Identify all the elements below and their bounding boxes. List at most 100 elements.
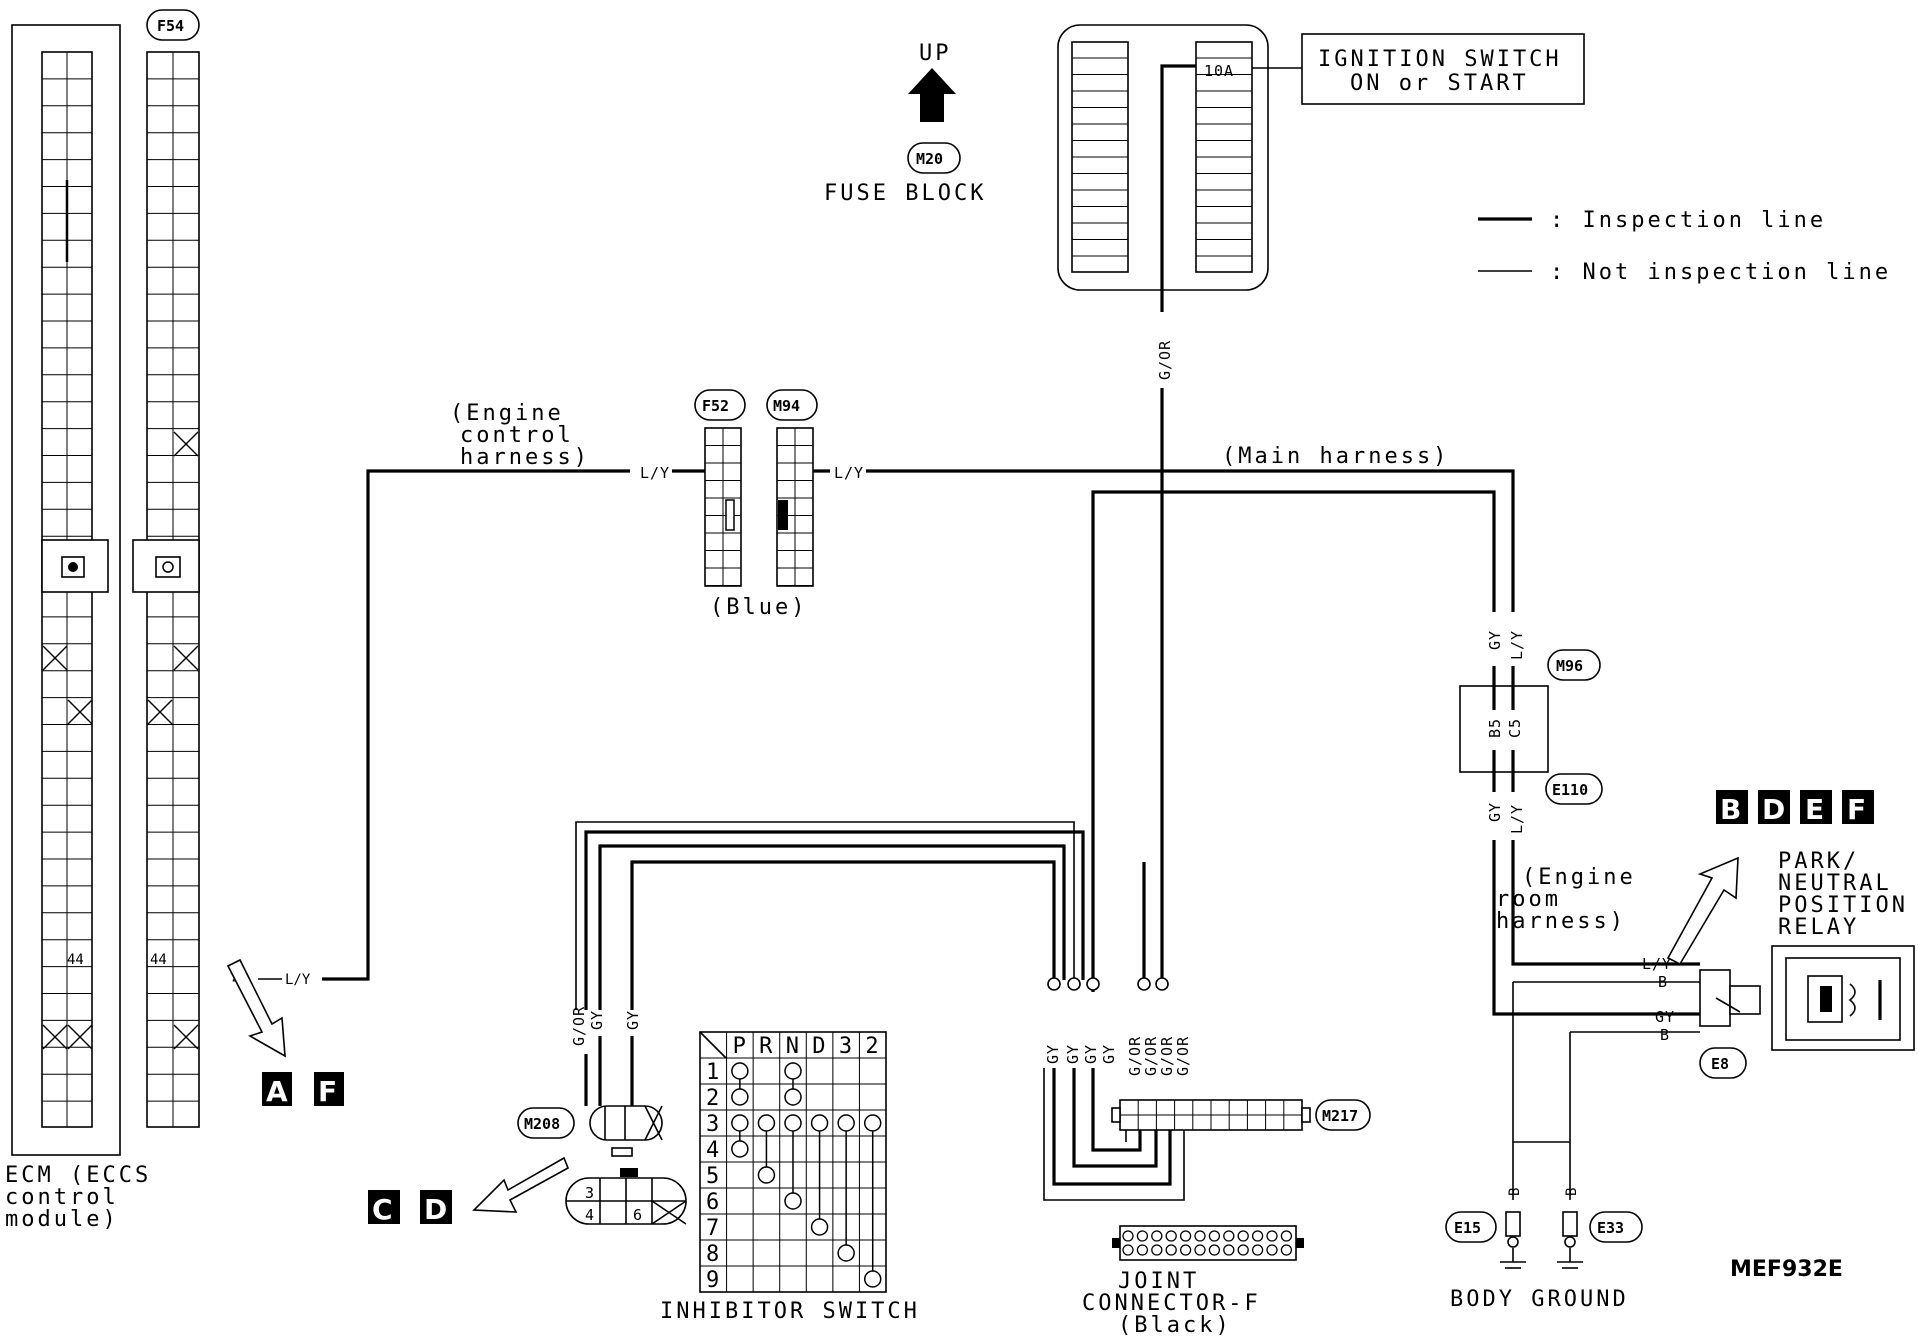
inhibitor-row-number: 4 bbox=[706, 1138, 722, 1163]
svg-text:(Engine: (Engine bbox=[1522, 865, 1636, 890]
main-harness-label: (Main harness) bbox=[1222, 444, 1449, 469]
ecm-label-line1: ECM (ECCS bbox=[5, 1163, 151, 1188]
svg-text:B: B bbox=[1507, 1188, 1523, 1196]
svg-text:C5: C5 bbox=[1506, 718, 1524, 738]
svg-text:room: room bbox=[1496, 887, 1561, 912]
fuse-block-label: FUSE BLOCK bbox=[824, 181, 986, 206]
svg-text:L/Y: L/Y bbox=[1642, 955, 1672, 973]
inhibitor-row-number: 6 bbox=[706, 1190, 722, 1215]
wire-gor-fuse: G/OR bbox=[1156, 64, 1196, 980]
svg-text:GY: GY bbox=[1486, 630, 1504, 650]
inhibitor-header: 3 bbox=[839, 1034, 855, 1059]
svg-text:M20: M20 bbox=[916, 150, 943, 168]
inhibitor-header: R bbox=[759, 1034, 775, 1059]
wire-gy-main bbox=[1091, 490, 1496, 980]
svg-text:control: control bbox=[460, 423, 574, 448]
svg-text:B5: B5 bbox=[1486, 718, 1504, 738]
svg-text:E110: E110 bbox=[1552, 781, 1588, 799]
svg-text:F: F bbox=[318, 1075, 337, 1108]
svg-text:D: D bbox=[1762, 793, 1785, 826]
svg-text:: Inspection line: : Inspection line bbox=[1550, 208, 1826, 233]
body-ground-label: BODY GROUND bbox=[1450, 1287, 1629, 1312]
inhibitor-switch-label: INHIBITOR SWITCH bbox=[660, 1299, 920, 1324]
svg-text:: Not inspection line: : Not inspection line bbox=[1550, 260, 1891, 285]
svg-text:GY: GY bbox=[1064, 1044, 1082, 1064]
svg-text:F52: F52 bbox=[702, 397, 729, 415]
m20-tag: M20 bbox=[907, 142, 961, 174]
inhibitor-wires bbox=[575, 821, 1169, 1010]
m208-tag: M208 bbox=[517, 1107, 575, 1139]
svg-text:6: 6 bbox=[633, 1206, 643, 1224]
inhibitor-row-number: 2 bbox=[706, 1086, 722, 1111]
svg-text:A: A bbox=[266, 1075, 288, 1108]
inhibitor-header: P bbox=[733, 1034, 749, 1059]
ref-badge-a: A bbox=[262, 1072, 292, 1108]
wire-44-ly: 44 L/Y L/Y bbox=[232, 464, 705, 988]
svg-text:E15: E15 bbox=[1454, 1219, 1481, 1237]
svg-text:GY: GY bbox=[1655, 1008, 1675, 1026]
m94-connector: M94 bbox=[766, 389, 818, 587]
svg-text:M217: M217 bbox=[1322, 1107, 1358, 1125]
f54-tag: F54 bbox=[146, 9, 200, 41]
m96-e110-connector: GY L/Y B5 C5 GY L/Y M96 E110 bbox=[1459, 630, 1603, 834]
ref-badge-e: E bbox=[1800, 790, 1832, 826]
ecm-label-line3: module) bbox=[5, 1207, 119, 1232]
svg-text:G/OR: G/OR bbox=[1156, 340, 1174, 380]
inhibitor-header: D bbox=[812, 1034, 828, 1059]
svg-text:B: B bbox=[1720, 793, 1741, 826]
m208-wire-labels: G/OR GY GY bbox=[570, 1006, 642, 1106]
svg-text:M208: M208 bbox=[524, 1115, 560, 1133]
m217-tag: M217 bbox=[1315, 1099, 1371, 1131]
f54-terminal-44: 44 bbox=[150, 952, 167, 968]
ref-badge-c: C bbox=[368, 1190, 400, 1226]
ecm-terminal-44: 44 bbox=[67, 952, 84, 968]
fuse-10a: 10A bbox=[1204, 62, 1234, 80]
svg-text:NEUTRAL: NEUTRAL bbox=[1778, 871, 1892, 896]
m208-connector: M208 bbox=[517, 1105, 663, 1157]
svg-text:GY: GY bbox=[588, 1010, 606, 1030]
svg-text:GY: GY bbox=[1486, 802, 1504, 822]
svg-text:JOINT: JOINT bbox=[1118, 1269, 1199, 1294]
ref-badge-f2: F bbox=[1842, 790, 1874, 826]
inhibitor-row-number: 9 bbox=[706, 1268, 722, 1293]
blue-label: (Blue) bbox=[710, 595, 807, 620]
svg-text:GY: GY bbox=[1100, 1044, 1118, 1064]
svg-text:POSITION: POSITION bbox=[1778, 893, 1908, 918]
svg-text:(Black): (Black) bbox=[1118, 1313, 1232, 1338]
joint-connector-f: JOINT CONNECTOR-F (Black) bbox=[1082, 1225, 1304, 1338]
svg-text:IGNITION SWITCH: IGNITION SWITCH bbox=[1318, 47, 1562, 72]
m217-connector: M217 bbox=[1111, 1099, 1371, 1131]
svg-text:G/OR: G/OR bbox=[570, 1006, 588, 1046]
svg-text:D: D bbox=[424, 1193, 447, 1226]
e8-tag: E8 bbox=[1699, 1047, 1747, 1079]
svg-text:ON or START: ON or START bbox=[1350, 71, 1529, 96]
svg-text:G/OR: G/OR bbox=[1142, 1036, 1160, 1076]
svg-text:B: B bbox=[1660, 1026, 1670, 1044]
svg-text:(Engine: (Engine bbox=[450, 401, 564, 426]
inhibitor-row-number: 8 bbox=[706, 1242, 722, 1267]
svg-text:G/OR: G/OR bbox=[1174, 1036, 1192, 1076]
inhibitor-row-number: 1 bbox=[706, 1060, 722, 1085]
relay-wires: L/Y B GY B bbox=[1512, 955, 1700, 1143]
svg-text:harness): harness) bbox=[460, 445, 590, 470]
ground-e15: B E15 bbox=[1445, 1142, 1526, 1269]
inhibitor-header: 2 bbox=[865, 1034, 881, 1059]
ref-badge-d2: D bbox=[1758, 790, 1790, 826]
engine-control-harness-label: (Engine control harness) bbox=[450, 401, 590, 470]
wire-ly-main: L/Y bbox=[813, 464, 1515, 612]
ecm-label-line2: control bbox=[5, 1185, 119, 1210]
e8-connector: E8 bbox=[1699, 969, 1761, 1079]
ref-badge-d: D bbox=[420, 1190, 452, 1226]
svg-text:GY: GY bbox=[1044, 1044, 1062, 1064]
svg-text:L/Y: L/Y bbox=[834, 464, 864, 482]
ignition-switch: IGNITION SWITCH ON or START bbox=[1252, 33, 1585, 105]
svg-text:E8: E8 bbox=[1711, 1055, 1729, 1073]
ground-e33: B E33 bbox=[1557, 1142, 1643, 1269]
svg-text:L/Y: L/Y bbox=[640, 464, 670, 482]
m96-tag: M96 bbox=[1547, 649, 1601, 681]
e33-tag: E33 bbox=[1589, 1211, 1643, 1243]
f54-connector: 44 F54 bbox=[132, 9, 200, 1128]
e110-tag: E110 bbox=[1545, 773, 1603, 805]
svg-text:E33: E33 bbox=[1597, 1219, 1624, 1237]
